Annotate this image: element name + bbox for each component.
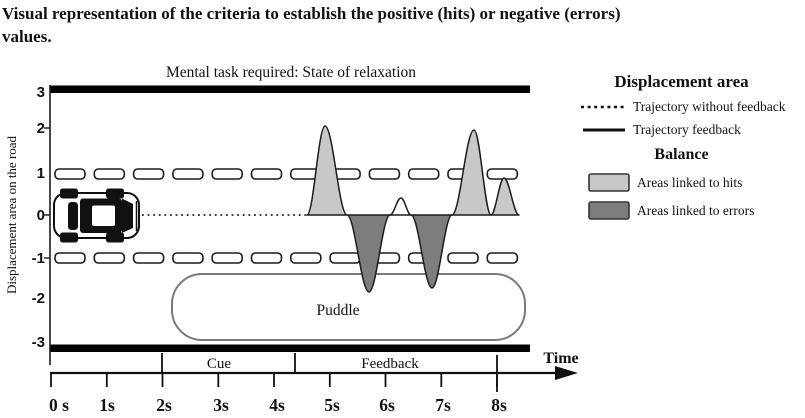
road-edge-top xyxy=(50,85,530,93)
errors-swatch-icon xyxy=(588,201,630,220)
lane-dash xyxy=(54,252,86,264)
lane-dash xyxy=(132,168,165,180)
figure-caption: Visual representation of the criteria to… xyxy=(2,4,621,47)
x-tick-label: 0 s xyxy=(49,395,69,415)
legend-item-trajectory-without-feedback: Trajectory without feedback xyxy=(578,99,805,115)
solid-line-icon xyxy=(583,128,625,132)
y-tick-label: 2 xyxy=(37,120,45,137)
y-tick-label: 1 xyxy=(37,165,45,182)
lane-marking-bottom xyxy=(54,252,519,264)
x-tick-label: 7s xyxy=(435,395,451,415)
legend-heading-displacement: Displacement area xyxy=(614,72,749,91)
lane-dash xyxy=(172,168,204,180)
y-axis-title: Displacement area on the road xyxy=(4,135,19,294)
legend-heading-balance: Balance xyxy=(654,146,709,163)
legend-item-label: Trajectory without feedback xyxy=(633,99,786,114)
car-icon xyxy=(53,188,140,243)
lane-dash xyxy=(447,252,479,264)
time-axis-title: Time xyxy=(543,350,578,367)
x-tick-label: 5s xyxy=(324,395,340,415)
lane-marking-top xyxy=(54,168,519,180)
lane-dash xyxy=(211,252,243,264)
lane-dash xyxy=(93,252,126,264)
trajectory-error-area xyxy=(346,214,391,293)
trajectory-hit-area xyxy=(490,177,520,216)
x-tick-label: 2s xyxy=(156,395,172,415)
lane-dash xyxy=(54,168,86,180)
lane-dash xyxy=(132,252,165,264)
x-tick-label: 1s xyxy=(99,395,115,415)
lane-dash xyxy=(250,168,283,180)
legend-item-hits: Areas linked to hits xyxy=(578,173,805,192)
lane-dash xyxy=(329,252,361,264)
y-tick-label: 3 xyxy=(37,84,45,101)
trajectory-hit-area xyxy=(306,125,348,216)
lane-dash xyxy=(486,252,519,264)
trajectory-hit-area xyxy=(451,129,492,216)
legend: Displacement area Trajectory without fee… xyxy=(578,60,805,220)
trajectory-neutral-hump xyxy=(389,197,412,216)
time-axis-ticks xyxy=(50,373,498,387)
y-tick-label: 0 xyxy=(37,207,45,224)
legend-item-label: Trajectory feedback xyxy=(633,122,741,137)
lane-dash xyxy=(211,168,243,180)
puddle-shape xyxy=(171,273,526,341)
legend-item-trajectory-feedback: Trajectory feedback xyxy=(578,122,805,138)
hits-swatch-icon xyxy=(588,173,630,192)
y-tick-label: -3 xyxy=(32,334,45,351)
dashed-line-icon xyxy=(581,105,625,109)
phase-label-cue: Cue xyxy=(207,356,232,372)
y-tick-label: -1 xyxy=(32,250,45,267)
road-edge-bottom xyxy=(50,344,530,352)
lane-dash xyxy=(93,168,126,180)
lane-dash xyxy=(250,252,283,264)
x-tick-label: 6s xyxy=(379,395,395,415)
lane-dash xyxy=(407,168,440,180)
legend-item-label: Areas linked to errors xyxy=(637,202,755,218)
legend-item-label: Areas linked to hits xyxy=(637,174,743,190)
puddle-label: Puddle xyxy=(316,302,359,319)
chart-title: Mental task required: State of relaxatio… xyxy=(166,64,416,81)
x-tick-label: 8s xyxy=(491,395,507,415)
trajectory-error-area xyxy=(410,214,453,289)
phase-label-feedback: Feedback xyxy=(361,356,419,372)
lane-dash xyxy=(172,252,204,264)
time-axis-arrowhead xyxy=(555,366,578,380)
lane-dash xyxy=(486,168,519,180)
x-tick-label: 3s xyxy=(213,395,229,415)
lane-dash xyxy=(368,168,401,180)
lane-dash xyxy=(289,252,322,264)
y-tick-label: -2 xyxy=(32,290,45,307)
x-tick-label: 4s xyxy=(269,395,285,415)
legend-item-errors: Areas linked to errors xyxy=(578,201,805,220)
